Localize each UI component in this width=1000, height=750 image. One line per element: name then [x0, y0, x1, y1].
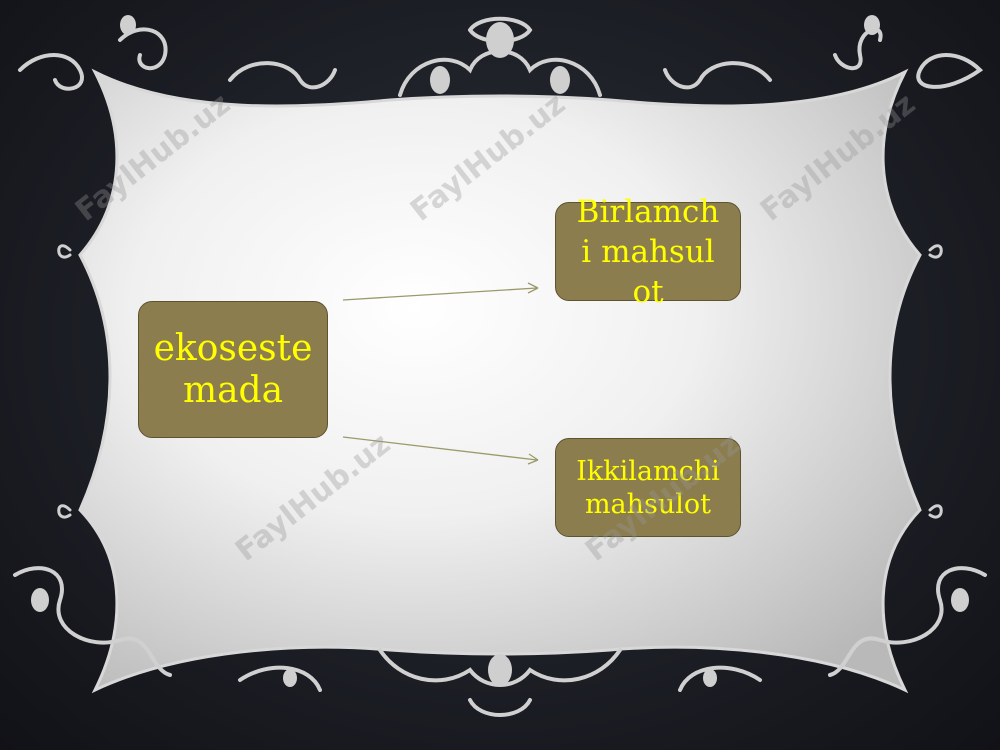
node-secondary-label: Ikkilamchi mahsulot [576, 455, 720, 520]
side-ornament [57, 244, 943, 519]
connector-secondary-arrowhead [527, 453, 539, 465]
top-ornament-fill [120, 15, 880, 94]
node-secondary-product: Ikkilamchi mahsulot [555, 438, 741, 537]
connector-secondary [342, 436, 538, 461]
node-source: ekosestemada [138, 301, 328, 438]
node-primary-label: Birlamchi mahsulot [576, 193, 720, 310]
bottom-ornament-fill [31, 588, 969, 687]
connector-primary [342, 287, 538, 301]
node-primary-product: Birlamchi mahsulot [555, 194, 741, 310]
node-source-label: ekosestemada [153, 327, 313, 411]
connector-primary-arrowhead [527, 282, 539, 294]
connectors [342, 282, 539, 465]
